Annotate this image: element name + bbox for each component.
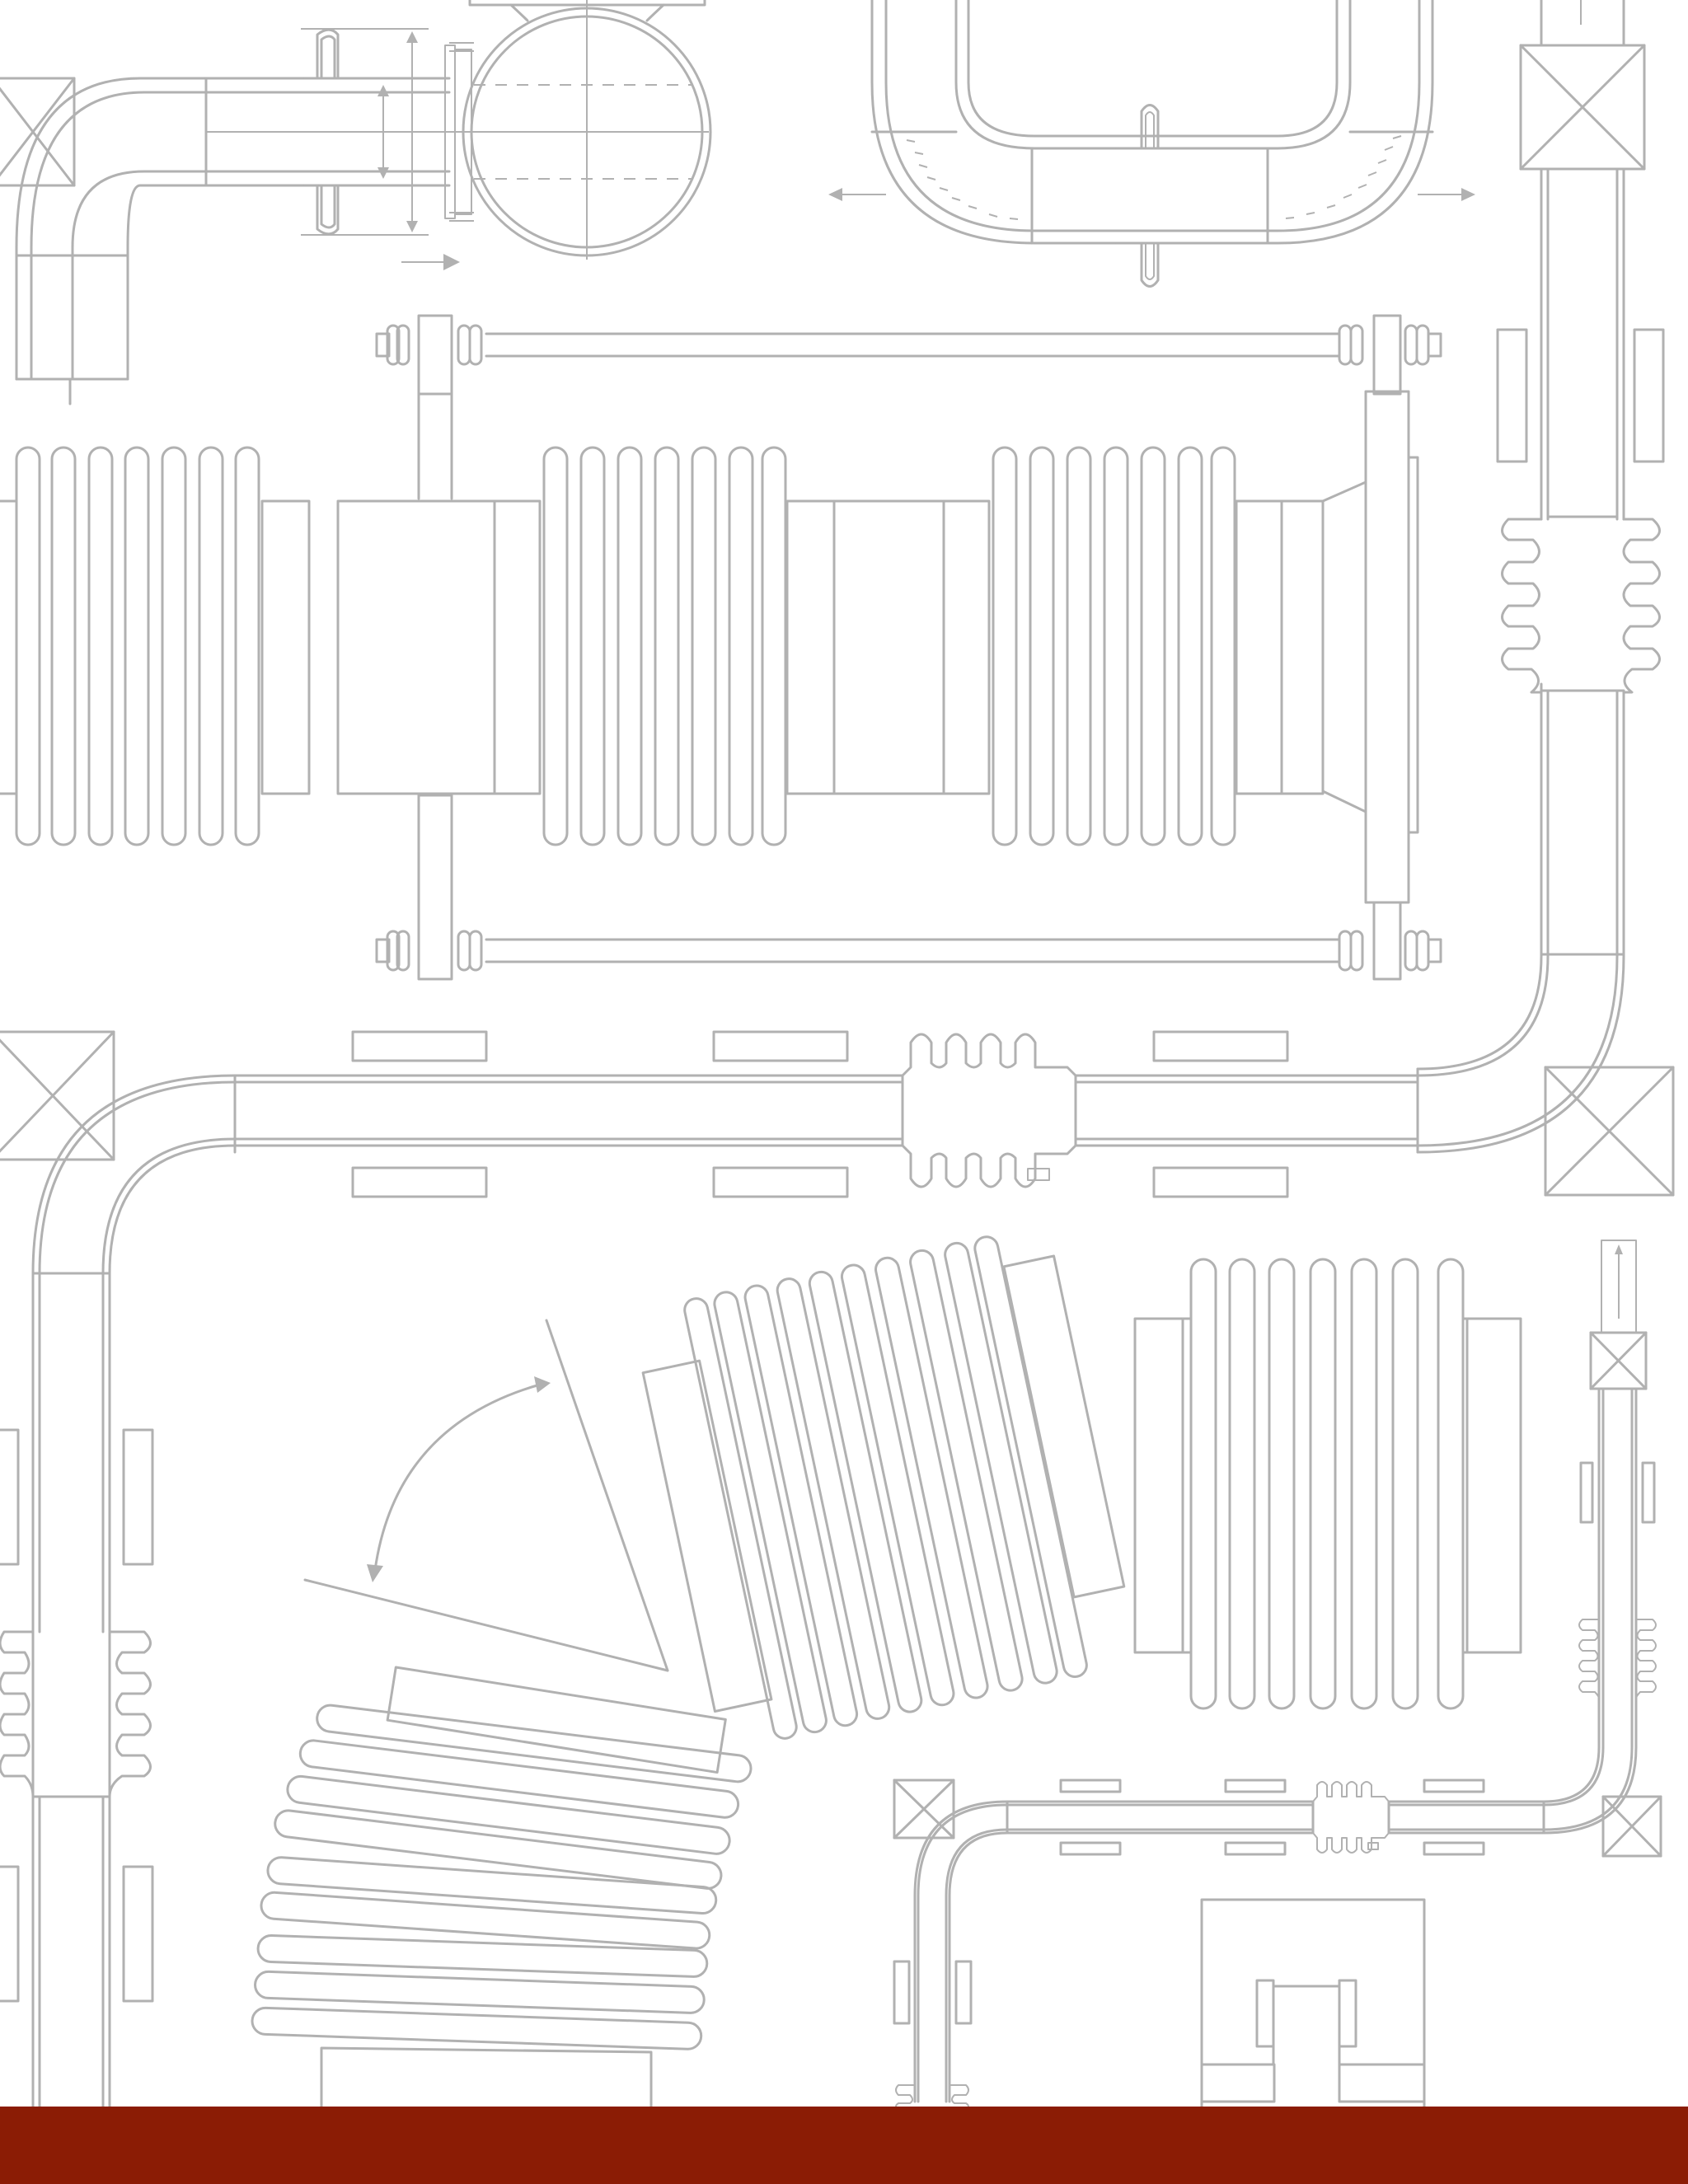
angular-bellows-icon xyxy=(303,1235,1522,1740)
hinged-bellows-icon xyxy=(251,1666,753,2111)
small-pipe-assembly-icon xyxy=(893,1240,1662,2111)
footer-band xyxy=(0,2107,1688,2184)
tied-bellows-expansion-joint-icon xyxy=(0,314,1442,981)
u-pipe-loop-icon xyxy=(828,0,1475,288)
horizontal-pipe-run-icon xyxy=(0,1030,1419,2111)
anchor-block-icon xyxy=(1200,1898,1426,2111)
flanged-circle-connector-icon xyxy=(301,0,712,270)
elbow-pipe-icon xyxy=(0,77,470,405)
vertical-pipe-run-icon xyxy=(1416,0,1675,1197)
